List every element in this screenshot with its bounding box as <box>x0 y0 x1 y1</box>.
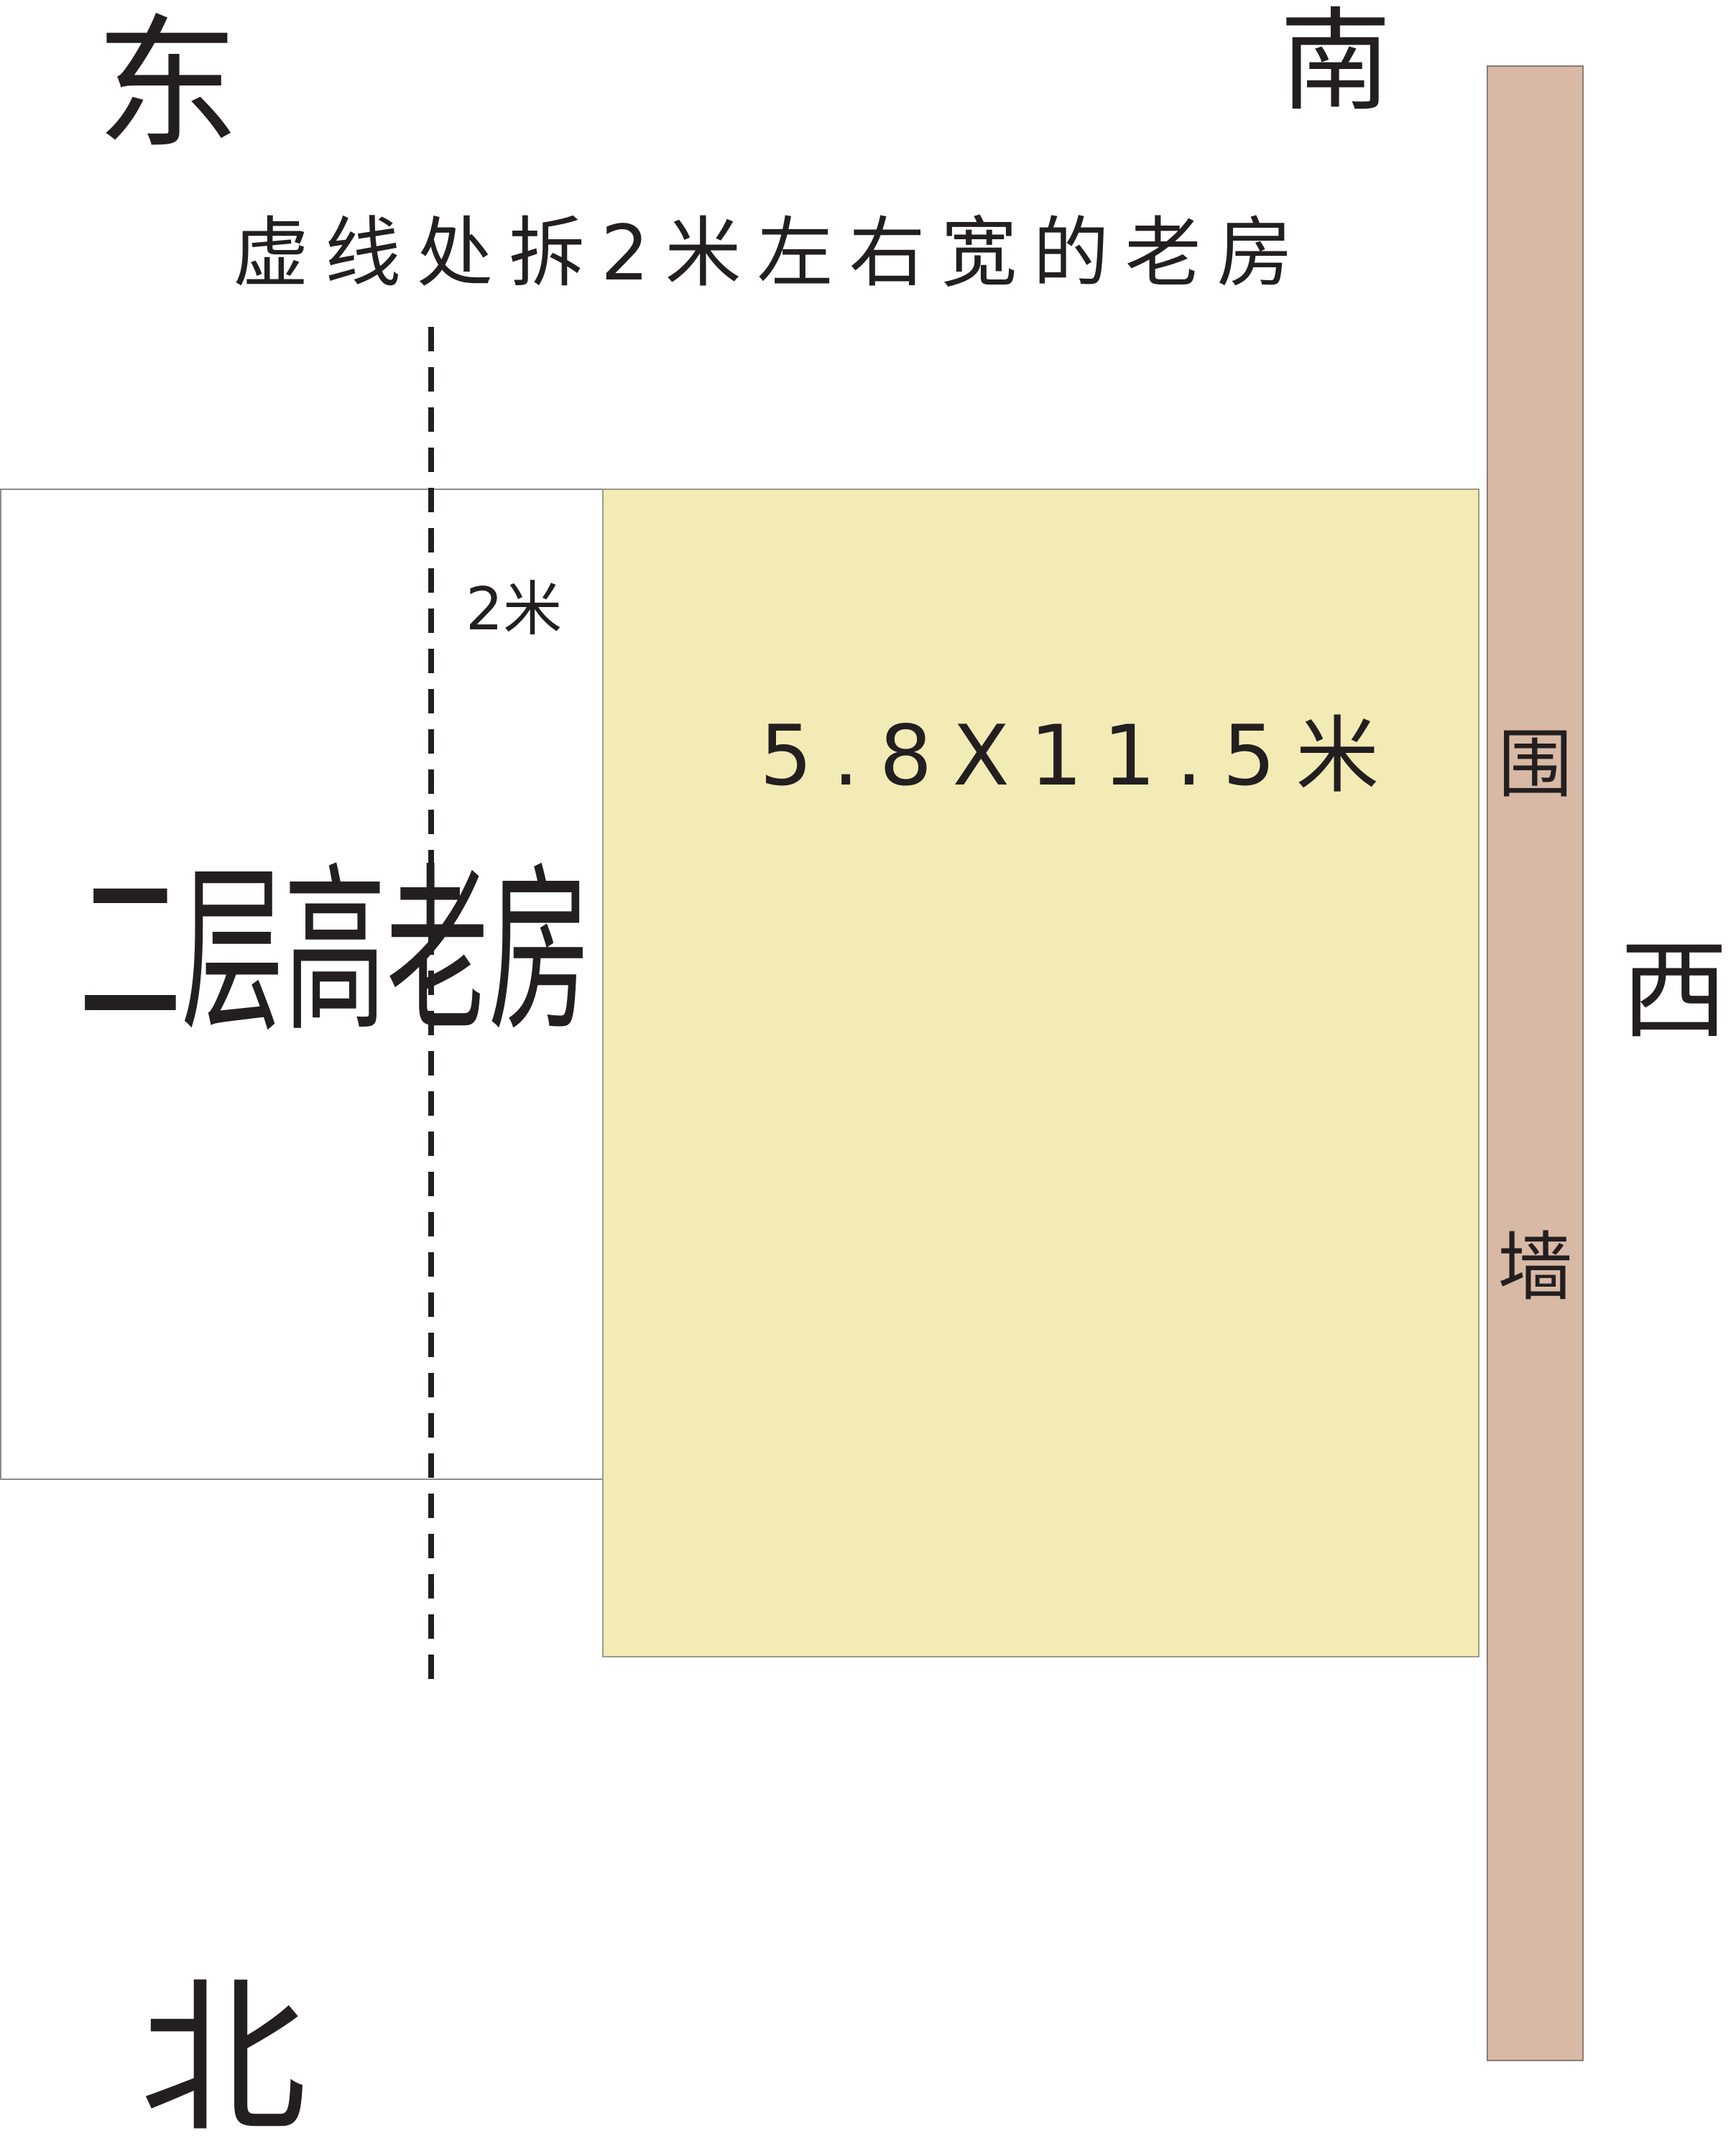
old-house-label: 二层高老房 <box>79 847 591 1056</box>
compass-west-label: 西 <box>1620 929 1729 1054</box>
compass-south-label: 南 <box>1280 0 1391 126</box>
boundary-wall <box>1487 65 1584 2061</box>
compass-east-label: 东 <box>96 1 240 169</box>
new-plot-area <box>602 489 1479 1657</box>
wall-label-char-2: 墙 <box>1497 1223 1573 1311</box>
old-house-area <box>0 489 604 1480</box>
compass-north-label: 北 <box>140 1962 308 2156</box>
wall-label-char-1: 围 <box>1497 721 1573 808</box>
demolish-width-label: 2米 <box>466 575 563 644</box>
new-plot-dimensions: 5.8X11.5米 <box>760 708 1400 805</box>
demolition-dashed-line <box>428 327 434 1686</box>
demolition-note: 虚线处拆2米左右宽的老房 <box>233 209 1309 297</box>
